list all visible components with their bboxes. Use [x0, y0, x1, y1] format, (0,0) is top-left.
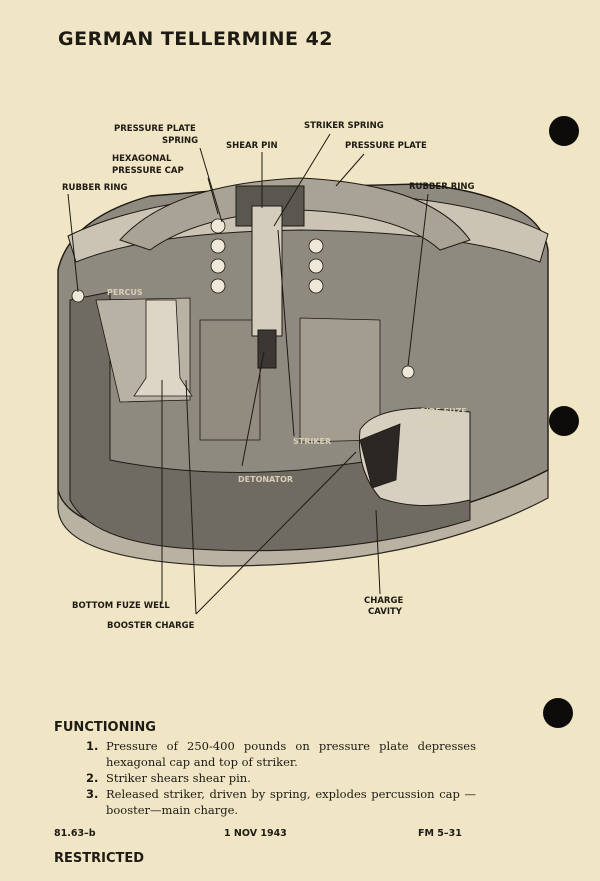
label-striker-spring: STRIKER SPRING: [304, 121, 384, 131]
step-1: 1. Pressure of 250-400 pounds on pressur…: [86, 738, 476, 770]
functioning-steps: 1. Pressure of 250-400 pounds on pressur…: [86, 738, 476, 818]
label-striker: STRIKER: [293, 437, 331, 446]
label-booster-charge: BOOSTER CHARGE: [107, 621, 195, 631]
functioning-heading: FUNCTIONING: [54, 720, 156, 735]
label-percussion-cap: PERCUS: [107, 288, 143, 297]
step-text: Pressure of 250-400 pounds on pressure p…: [106, 739, 476, 769]
footer-date: 1 NOV 1943: [224, 828, 287, 839]
label-hexagonal: HEXAGONAL: [112, 154, 172, 164]
step-number: 1.: [86, 739, 99, 753]
label-shear-pin: SHEAR PIN: [226, 141, 278, 151]
page-title: GERMAN TELLERMINE 42: [58, 28, 334, 50]
label-pressure-cap: PRESSURE CAP: [112, 166, 184, 176]
label-detonator: DETONATOR: [238, 475, 293, 484]
step-number: 3.: [86, 787, 99, 801]
label-bottom-fuze-well: BOTTOM FUZE WELL: [72, 601, 170, 611]
label-rubber-ring-right: RUBBER RING: [409, 182, 475, 192]
step-number: 2.: [86, 771, 99, 785]
step-text: Striker shears shear pin.: [106, 771, 251, 785]
label-side-fuze: SIDE FUZE: [420, 407, 467, 416]
label-side-fuze-well: WELL: [422, 419, 446, 428]
label-pressure-plate-spring: PRESSURE PLATE: [114, 124, 196, 134]
binder-hole-bottom: [543, 698, 573, 728]
binder-hole-middle: [549, 406, 579, 436]
step-3: 3. Released striker, driven by spring, e…: [86, 786, 476, 818]
step-text: Released striker, driven by spring, expl…: [106, 787, 476, 817]
label-rubber-ring-left: RUBBER RING: [62, 183, 128, 193]
step-2: 2. Striker shears shear pin.: [86, 770, 476, 786]
label-pressure-plate-spring-2: SPRING: [162, 136, 198, 146]
footer-manual: FM 5–31: [418, 828, 462, 839]
restricted-marking: RESTRICTED: [54, 851, 145, 866]
binder-hole-top: [549, 116, 579, 146]
label-charge: CHARGE: [364, 596, 403, 606]
label-cavity: CAVITY: [368, 607, 403, 617]
label-pressure-plate: PRESSURE PLATE: [345, 141, 427, 151]
footer-reference: 81.63–b: [54, 828, 96, 839]
